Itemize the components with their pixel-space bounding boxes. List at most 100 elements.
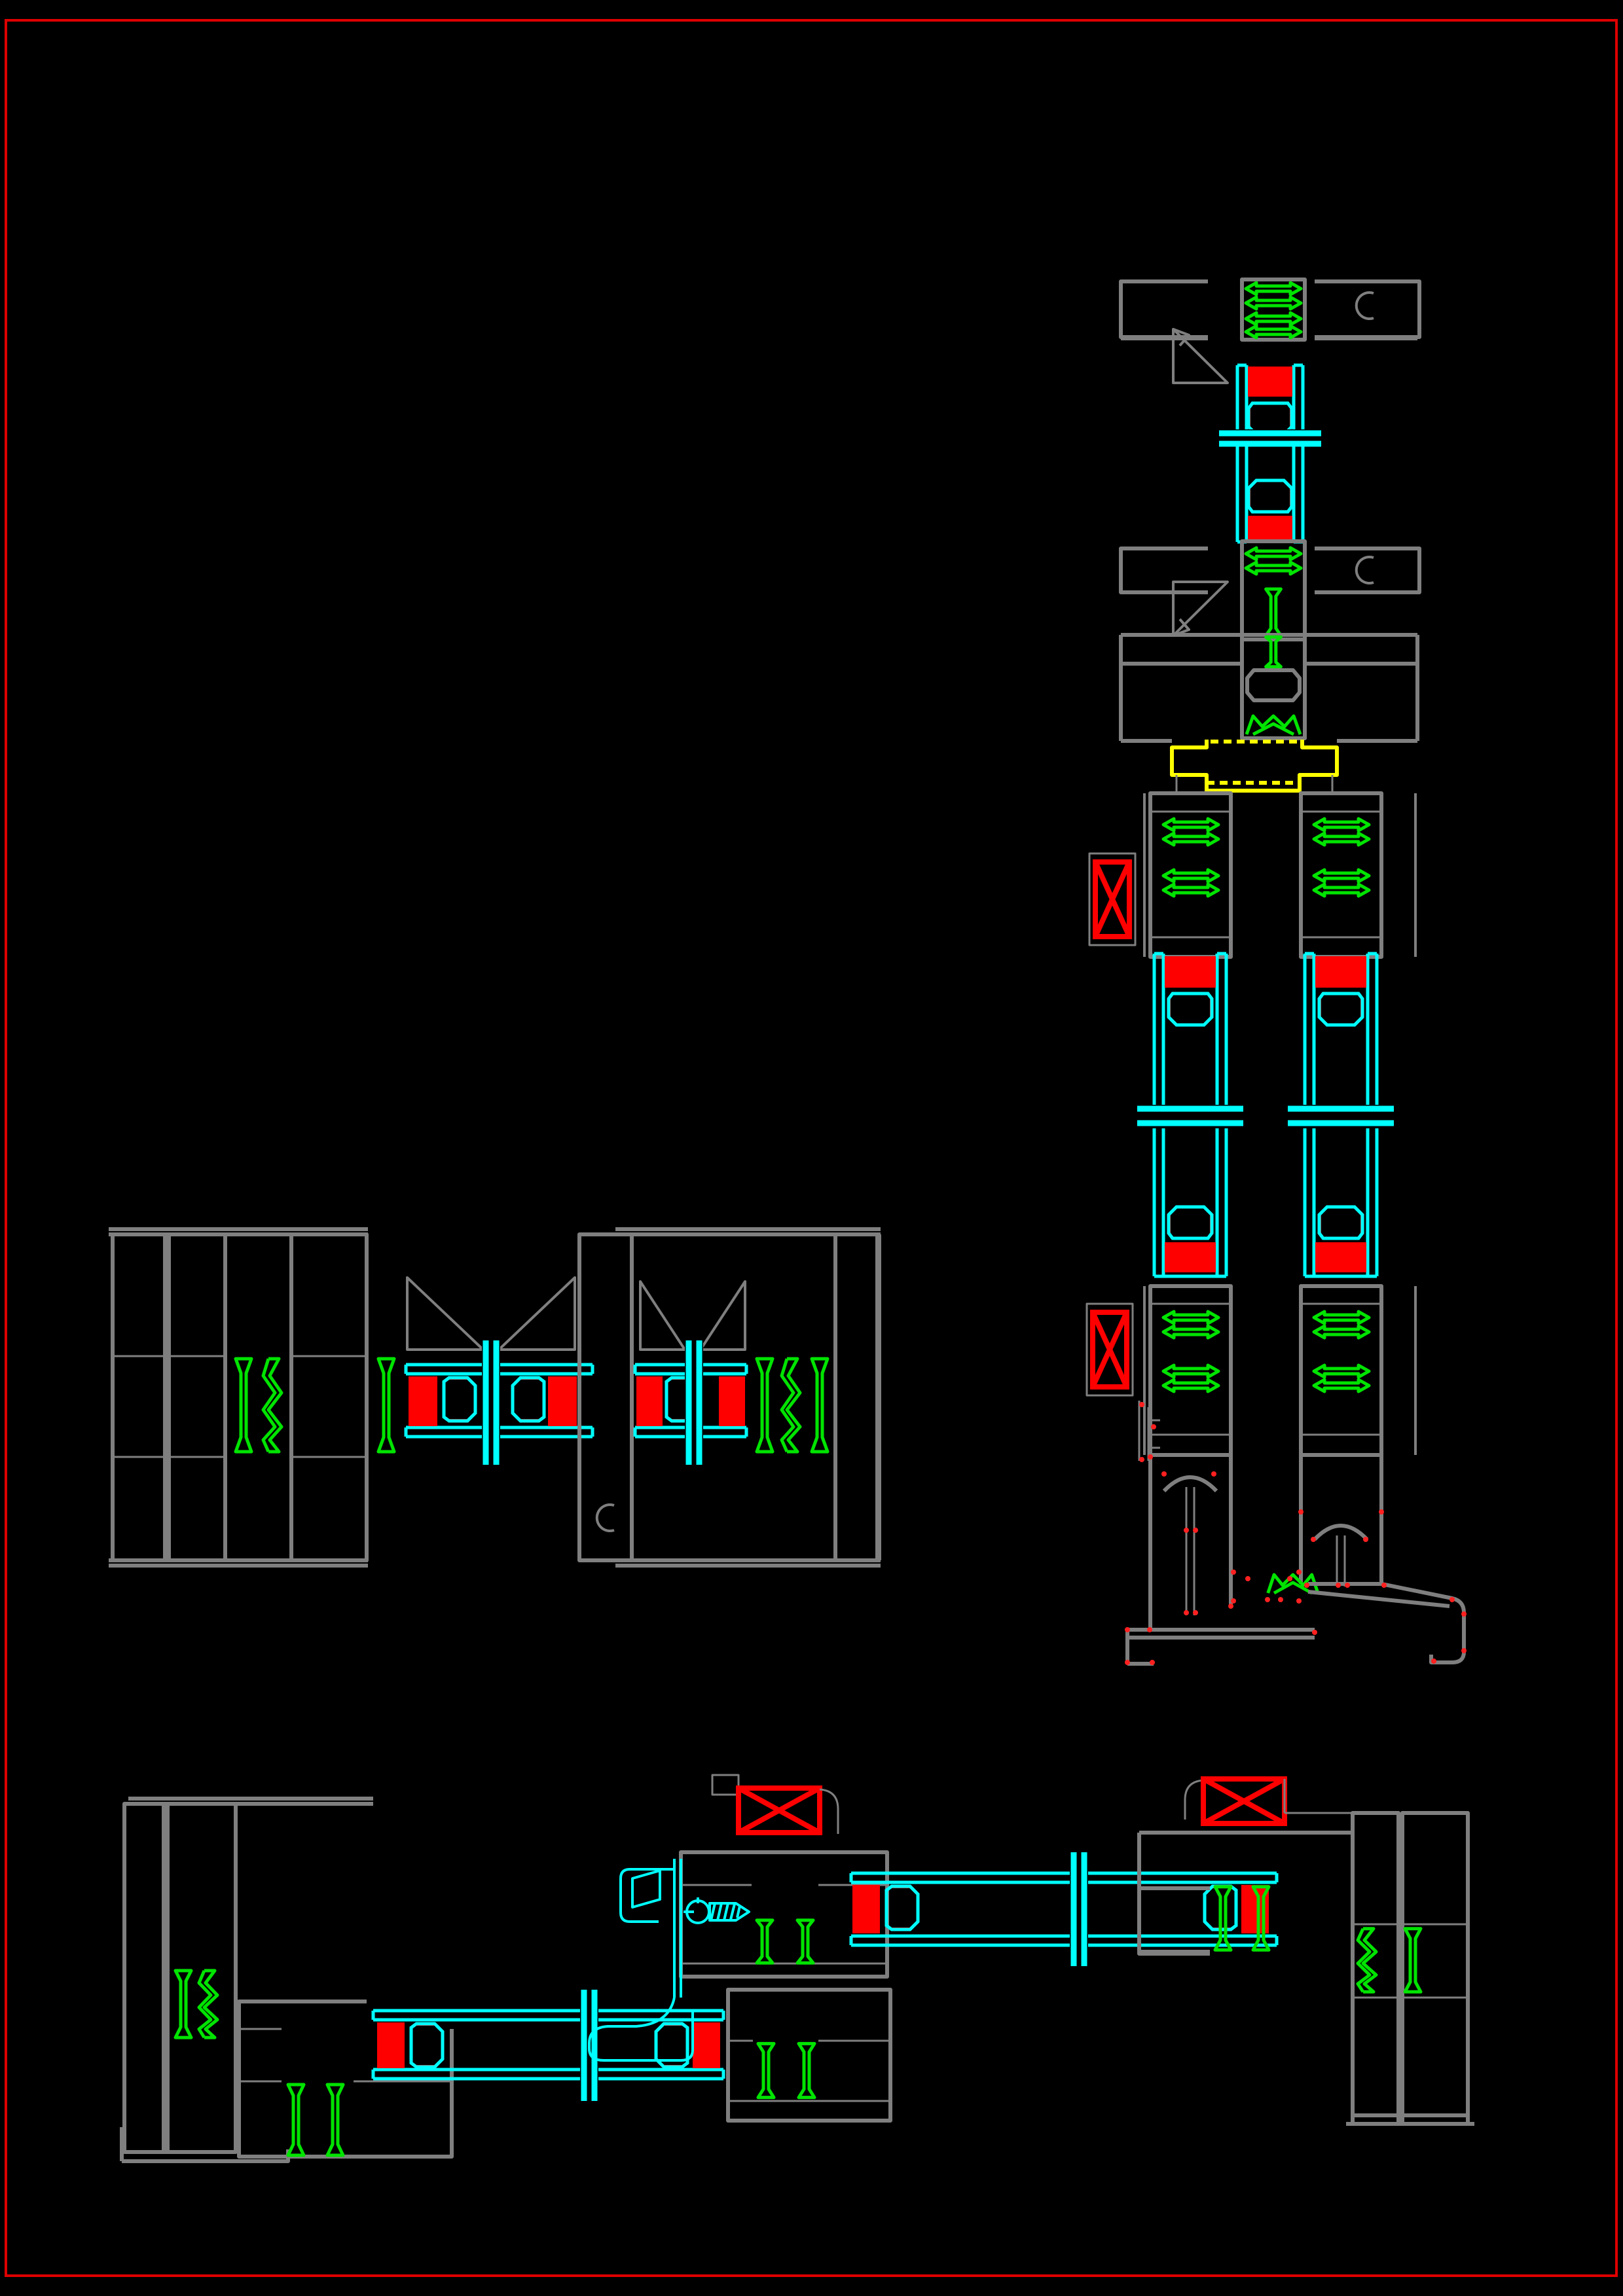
m-gasket [1247, 716, 1300, 734]
break-line [689, 1340, 699, 1465]
frame-column [291, 1234, 367, 1560]
head-frame [1121, 279, 1419, 340]
setting-block [1248, 516, 1292, 542]
left-jamb-outer [124, 1804, 164, 2152]
setting-block [636, 1376, 663, 1426]
bowtie-gasket [1246, 548, 1301, 560]
bowtie-gasket [1163, 884, 1218, 896]
i-gasket [812, 1359, 828, 1452]
i-gasket [797, 1920, 813, 1963]
i-gasket [236, 1359, 251, 1452]
subframe-left [1150, 1286, 1231, 1455]
bowtie-gasket [1314, 870, 1369, 882]
setting-block [1315, 1242, 1366, 1272]
subframe-right [1301, 1286, 1381, 1455]
left-jamb-outer [113, 1234, 165, 1560]
upper-subframes [1089, 793, 1415, 957]
glazing-spacer [1318, 994, 1364, 1025]
outer-strip [1144, 793, 1415, 957]
bowtie-gasket [1246, 313, 1301, 325]
bracket-arc [820, 1789, 838, 1834]
bowtie-gasket [1314, 833, 1369, 845]
hourglass-gasket [1266, 589, 1281, 636]
handle-plate [674, 1859, 681, 1998]
bowtie-gasket [1246, 283, 1301, 295]
glazing-spacer [1318, 1207, 1364, 1238]
bowtie-gasket [1314, 1326, 1369, 1338]
door-handle [589, 1859, 693, 2060]
core-cavity [1247, 670, 1300, 700]
setting-block [1165, 1242, 1216, 1272]
frame-lips [239, 2029, 452, 2081]
transom-core [1242, 635, 1305, 738]
receiver-shell [1139, 1833, 1353, 1954]
lower-subframes [1087, 1286, 1415, 1461]
jamb-ticks [113, 1356, 225, 1457]
subframe-lips [1150, 812, 1381, 937]
fixing-screw-icon [682, 1896, 750, 1924]
bowtie-gasket [1163, 870, 1218, 882]
glazing-unit-left [406, 1340, 593, 1465]
insulation-xbox-icon [1203, 1779, 1285, 1823]
head-thermal-core [1242, 279, 1305, 340]
break-line [584, 1990, 594, 2101]
bowtie-gasket [1314, 1380, 1369, 1391]
assembly-horizontal-section-bottom [122, 1775, 1474, 2161]
i-gasket [1405, 1929, 1421, 1992]
interlock-lower-box [728, 1990, 890, 2121]
handle-foot [589, 1998, 693, 2060]
section-arrow-icon [499, 1278, 575, 1350]
bowtie-gasket [1163, 819, 1218, 831]
insulation-bracket [1089, 853, 1135, 945]
section-arrow-icon [640, 1282, 685, 1350]
umbrella-profile [1315, 1526, 1367, 1587]
right-jamb-outer [1402, 1813, 1468, 2124]
c-notch-icon [1355, 291, 1375, 320]
c-notch-icon [1355, 556, 1375, 584]
setting-block [719, 1376, 745, 1426]
bowtie-gasket [1314, 1365, 1369, 1377]
right-jamb [835, 1234, 877, 1560]
setting-block [377, 2022, 405, 2068]
glazing-unit-top [1219, 365, 1321, 542]
node-markers [1125, 1402, 1467, 1665]
hourglass-gasket [1266, 637, 1281, 666]
glazing-spacer [1167, 1207, 1213, 1238]
sill-left-box [1127, 1455, 1315, 1664]
handle-grip-face [632, 1871, 660, 1907]
zigzag-gasket [1358, 1929, 1376, 1992]
section-arrow-icon [1173, 582, 1228, 636]
bowtie-gasket [1163, 1312, 1218, 1323]
fixed-frame-lower [239, 2001, 452, 2157]
break-line [1137, 1109, 1243, 1123]
umbrella-stem [1186, 1538, 1194, 1615]
glazing-spacer [1247, 480, 1293, 512]
glass-panes [851, 1873, 1277, 1945]
mid-left-shell [1121, 548, 1208, 592]
bracket-step [1285, 1779, 1353, 1813]
right-jamb [1346, 1813, 1474, 2124]
bowtie-gasket [1163, 1380, 1218, 1391]
caps [109, 1229, 881, 1566]
sill-right-box [1301, 1455, 1381, 1584]
bowtie-gasket [1246, 562, 1301, 574]
outer-strip [1144, 1286, 1415, 1455]
side-profile [1139, 1401, 1160, 1461]
bottom-sill [1125, 1402, 1467, 1665]
bowtie-gasket [1246, 297, 1301, 309]
i-gasket [758, 2043, 774, 2097]
insulation-bracket [1087, 1304, 1133, 1395]
setting-block [1248, 367, 1292, 397]
i-gasket [757, 1920, 773, 1963]
left-jamb-inner [169, 1234, 225, 1560]
head-right-shell [1315, 281, 1419, 337]
c-notch-icon [595, 1503, 615, 1532]
twin-glazing-columns [1137, 954, 1394, 1276]
setting-block [548, 1376, 577, 1426]
mid-thermal-core [1242, 541, 1305, 639]
jamb-foot [1346, 2115, 1474, 2124]
insulation-xbox-icon [739, 1788, 820, 1833]
glazing-spacer [886, 1885, 918, 1931]
upper-glazing-leaf [851, 1852, 1277, 1966]
setting-block [693, 2022, 720, 2068]
